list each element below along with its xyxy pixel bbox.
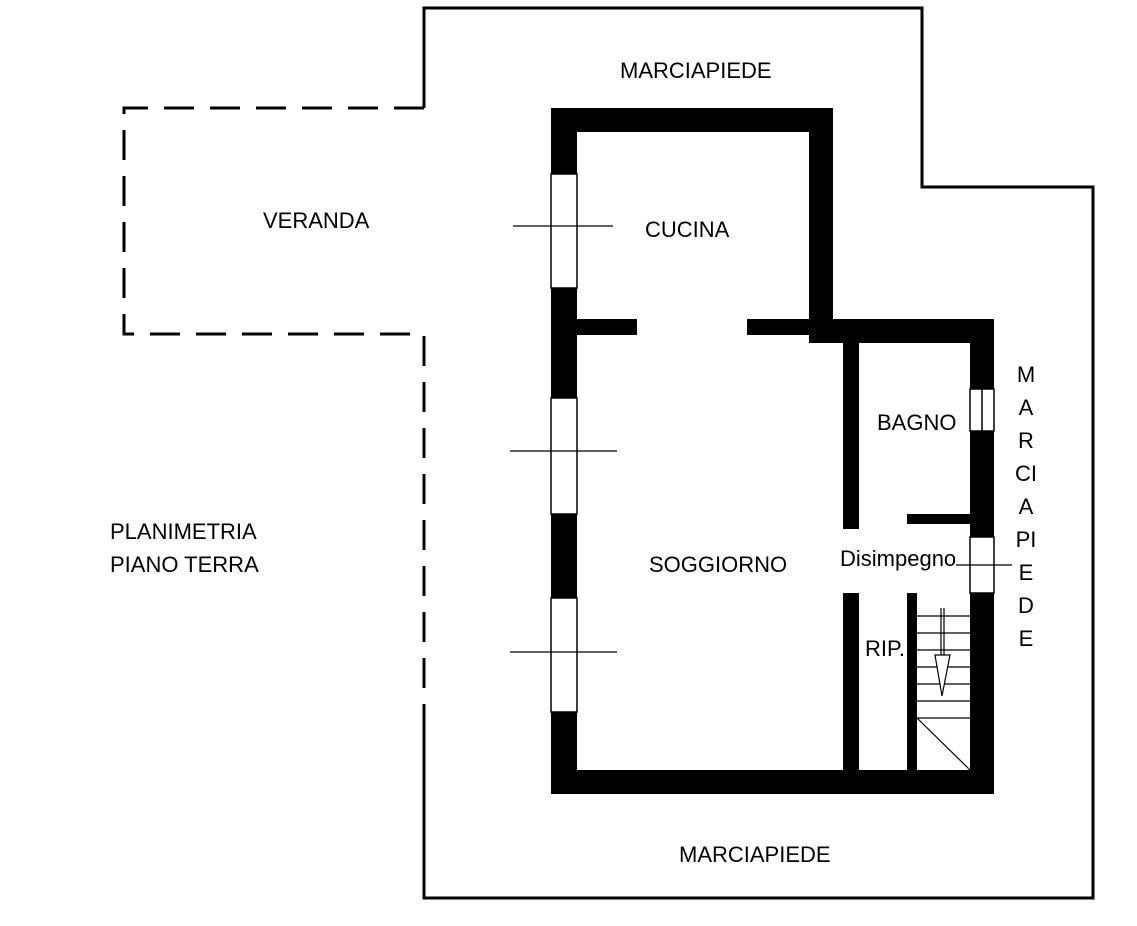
- label-cucina: CUCINA: [645, 217, 730, 242]
- label-marciapiede-right-char: D: [1018, 593, 1034, 618]
- walls: [551, 108, 994, 794]
- label-marciapiede-right-char: A: [1018, 395, 1034, 420]
- label-marciapiede-right-char: E: [1018, 626, 1034, 651]
- label-marciapiede-right-char: R: [1018, 428, 1034, 453]
- window-markers-left: [510, 225, 617, 653]
- veranda-outline: [122, 106, 426, 712]
- stair-arrow-icon: [934, 608, 951, 697]
- lot-boundary: [124, 8, 1093, 898]
- windows-left: [550, 173, 578, 713]
- plan-title: PLANIMETRIA PIANO TERRA: [110, 515, 259, 581]
- label-marciapiede-bottom: MARCIAPIEDE: [679, 842, 831, 867]
- label-ripostiglio: RIP.: [865, 636, 905, 661]
- label-disimpegno: Disimpegno: [840, 546, 957, 571]
- label-marciapiede-right-char: E: [1018, 560, 1034, 585]
- lot-boundary-line: [422, 6, 1095, 900]
- plan-title-line1: PLANIMETRIA: [110, 519, 257, 544]
- label-bagno: BAGNO: [877, 410, 957, 435]
- label-marciapiede-right-char: A: [1018, 494, 1034, 519]
- label-marciapiede-right-char: PI: [1015, 527, 1037, 552]
- plan-title-line2: PIANO TERRA: [110, 552, 259, 577]
- label-marciapiede-right-char: CI: [1015, 461, 1037, 486]
- label-marciapiede-top: MARCIAPIEDE: [620, 58, 772, 83]
- label-soggiorno: SOGGIORNO: [649, 552, 788, 577]
- label-marciapiede-right-char: M: [1016, 362, 1036, 387]
- label-veranda: VERANDA: [263, 208, 370, 233]
